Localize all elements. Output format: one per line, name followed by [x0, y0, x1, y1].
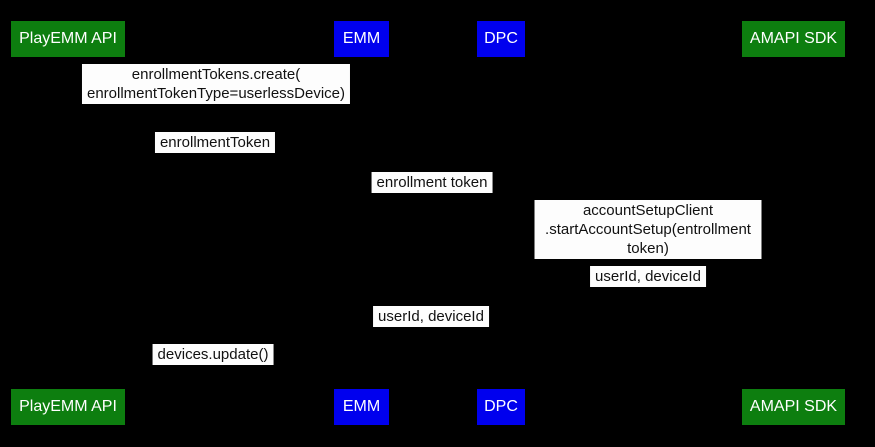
actor-amapi-sdk-top: AMAPI SDK	[742, 21, 845, 57]
message-create-enrollment-token: enrollmentTokens.create( enrollmentToken…	[81, 64, 351, 104]
actor-emm-top: EMM	[334, 21, 389, 57]
message-userid-deviceid-right: userId, deviceId	[590, 266, 706, 287]
actor-amapi-sdk-bottom-label: AMAPI SDK	[749, 398, 838, 415]
actor-emm-bottom: EMM	[334, 389, 389, 425]
actor-dpc-bottom-label: DPC	[484, 398, 518, 415]
actor-dpc-top-label: DPC	[484, 30, 518, 47]
actor-dpc-top: DPC	[477, 21, 525, 57]
actor-emm-top-label: EMM	[342, 30, 381, 47]
actor-playemm-api-top: PlayEMM API	[11, 21, 125, 57]
actor-dpc-bottom: DPC	[477, 389, 525, 425]
message-enrollment-token-return: enrollmentToken	[154, 132, 276, 153]
actor-amapi-sdk-bottom: AMAPI SDK	[742, 389, 845, 425]
actor-playemm-api-bottom-label: PlayEMM API	[19, 398, 117, 415]
message-devices-update: devices.update()	[152, 344, 274, 365]
actor-emm-bottom-label: EMM	[342, 398, 381, 415]
actor-playemm-api-top-label: PlayEMM API	[19, 30, 117, 47]
message-userid-deviceid-left: userId, deviceId	[373, 306, 489, 327]
actor-amapi-sdk-top-label: AMAPI SDK	[749, 30, 838, 47]
message-enrollment-token-forward: enrollment token	[371, 172, 493, 193]
actor-playemm-api-bottom: PlayEMM API	[11, 389, 125, 425]
message-start-account-setup: accountSetupClient .startAccountSetup(en…	[534, 200, 762, 259]
